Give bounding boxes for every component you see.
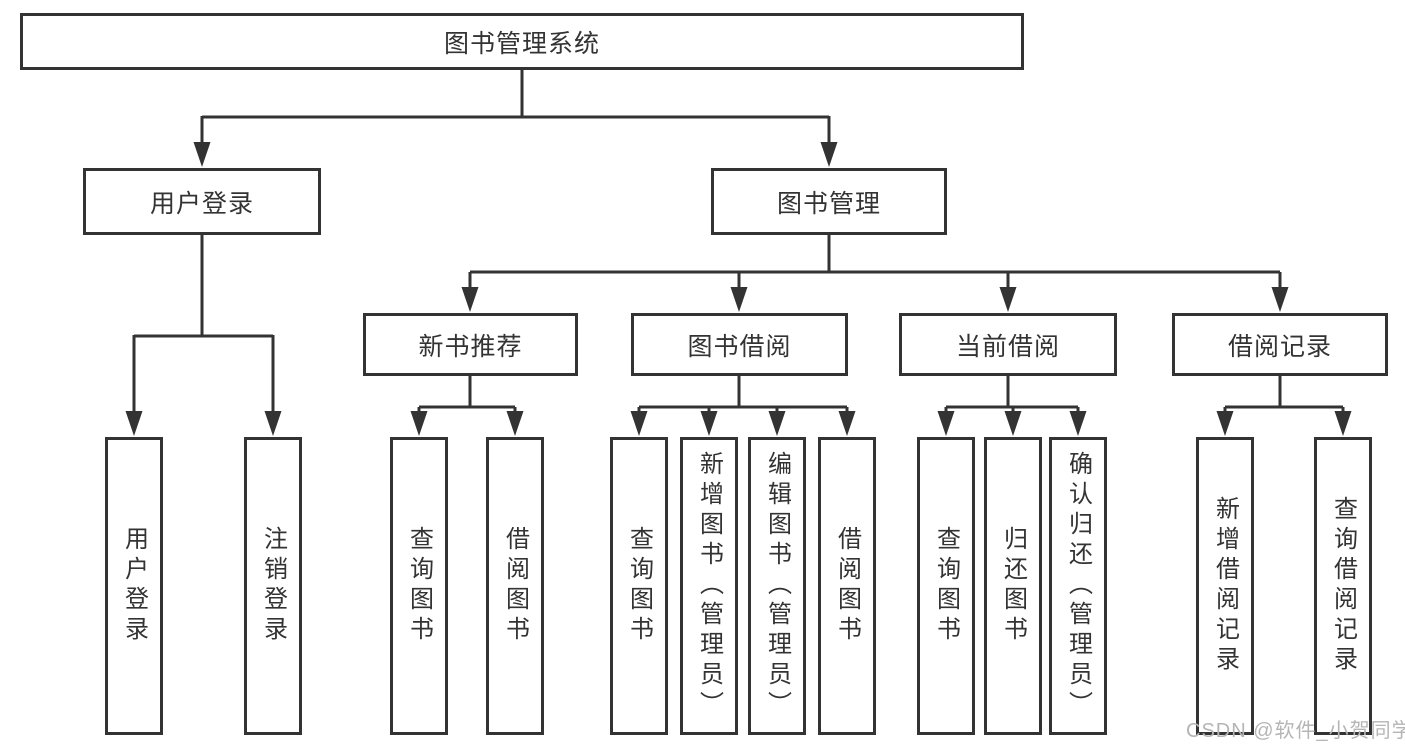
leaf-edit-book-admin: 编辑图书（管理员） [748,437,806,735]
leaf-query-books-borrow: 查询图书 [610,437,668,735]
node-current-borrow: 当前借阅 [899,313,1117,376]
arrow-down-icon [1004,411,1022,436]
csdn-watermark: CSDN @软件_小贺同学 [1186,720,1405,742]
node-borrow-records: 借阅记录 [1172,313,1388,376]
arrow-down-icon [1069,411,1087,436]
arrow-down-icon [730,287,748,312]
leaf-user-login: 用户登录 [105,437,163,735]
arrow-down-icon [461,287,479,312]
node-root-system: 图书管理系统 [20,13,1024,70]
node-book-management: 图书管理 [711,168,947,235]
arrow-down-icon [193,142,211,167]
leaf-borrow-books: 借阅图书 [818,437,876,735]
leaf-query-books-current: 查询图书 [917,437,975,735]
arrow-down-icon [999,287,1017,312]
connector-book-borrow-group [637,375,849,412]
node-book-borrow: 图书借阅 [631,313,848,376]
arrow-down-icon [820,142,838,167]
node-user-login: 用户登录 [83,168,321,235]
connector-user-login-group [132,234,275,412]
connector-root-to-branches [200,69,831,143]
arrow-down-icon [1216,411,1234,436]
connector-book-management-group [468,234,1282,288]
arrow-down-icon [410,411,428,436]
node-new-book-recommend: 新书推荐 [363,313,578,376]
arrowhead-icons [125,142,1352,436]
connector-current-borrow-group [944,375,1080,412]
arrow-down-icon [768,411,786,436]
leaf-query-books-recommend: 查询图书 [390,437,448,735]
arrow-down-icon [700,411,718,436]
arrow-down-icon [630,411,648,436]
arrow-down-icon [506,411,524,436]
leaf-return-book: 归还图书 [984,437,1042,735]
arrow-down-icon [125,411,143,436]
arrow-down-icon [264,411,282,436]
arrow-down-icon [1271,287,1289,312]
leaf-confirm-return-admin: 确认归还（管理员） [1049,437,1107,735]
arrow-down-icon [937,411,955,436]
leaf-add-borrow-record: 新增借阅记录 [1196,437,1254,735]
leaf-query-borrow-record: 查询借阅记录 [1314,437,1372,735]
leaf-borrow-books-recommend: 借阅图书 [486,437,544,735]
arrow-down-icon [838,411,856,436]
leaf-logout: 注销登录 [244,437,302,735]
connector-borrow-records-group [1223,375,1345,412]
arrow-down-icon [1334,411,1352,436]
connector-new-book-group [417,375,517,412]
leaf-add-book-admin: 新增图书（管理员） [680,437,738,735]
